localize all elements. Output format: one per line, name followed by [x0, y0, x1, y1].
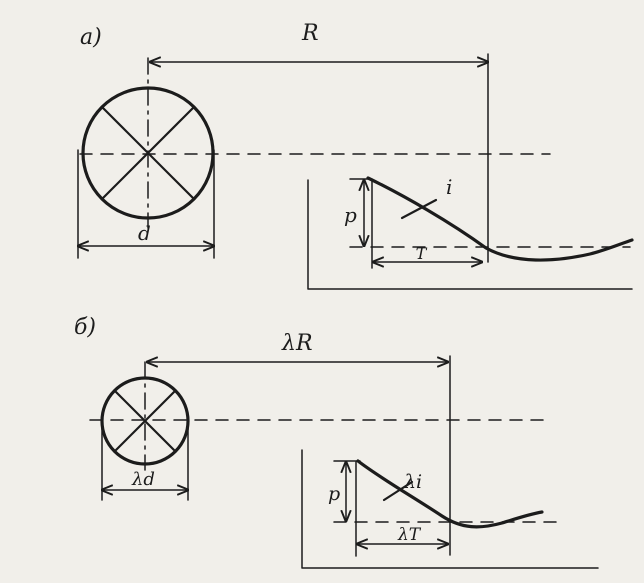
panel-b: б) λR λd p λT λi	[74, 315, 599, 569]
panel-a-height-label: p	[344, 203, 357, 227]
panel-b-slope-label: λi	[403, 471, 422, 493]
panel-b-slope-tick	[382, 480, 414, 502]
panel-b-duration-label: λT	[397, 525, 422, 545]
panel-a: a) R d p T i	[78, 21, 634, 290]
panel-b-diameter-label: λd	[131, 469, 155, 490]
panel-a-graph-frame	[307, 179, 633, 290]
panel-a-slope-tick	[400, 198, 438, 220]
panel-a-tag: a)	[80, 25, 102, 50]
panel-b-tag: б)	[74, 315, 96, 340]
panel-b-graph-frame	[301, 449, 599, 569]
panel-a-duration-label: T	[416, 244, 428, 263]
panel-a-diameter-label: d	[138, 221, 151, 245]
panel-a-profile-curve	[366, 176, 634, 262]
panel-a-distance-label: R	[301, 21, 319, 46]
panel-b-profile-curve	[356, 459, 544, 529]
panel-a-slope-label: i	[446, 175, 452, 199]
panel-b-distance-label: λR	[281, 331, 313, 356]
panel-b-cross-2	[113, 389, 177, 453]
panel-b-height-label: p	[328, 483, 340, 505]
